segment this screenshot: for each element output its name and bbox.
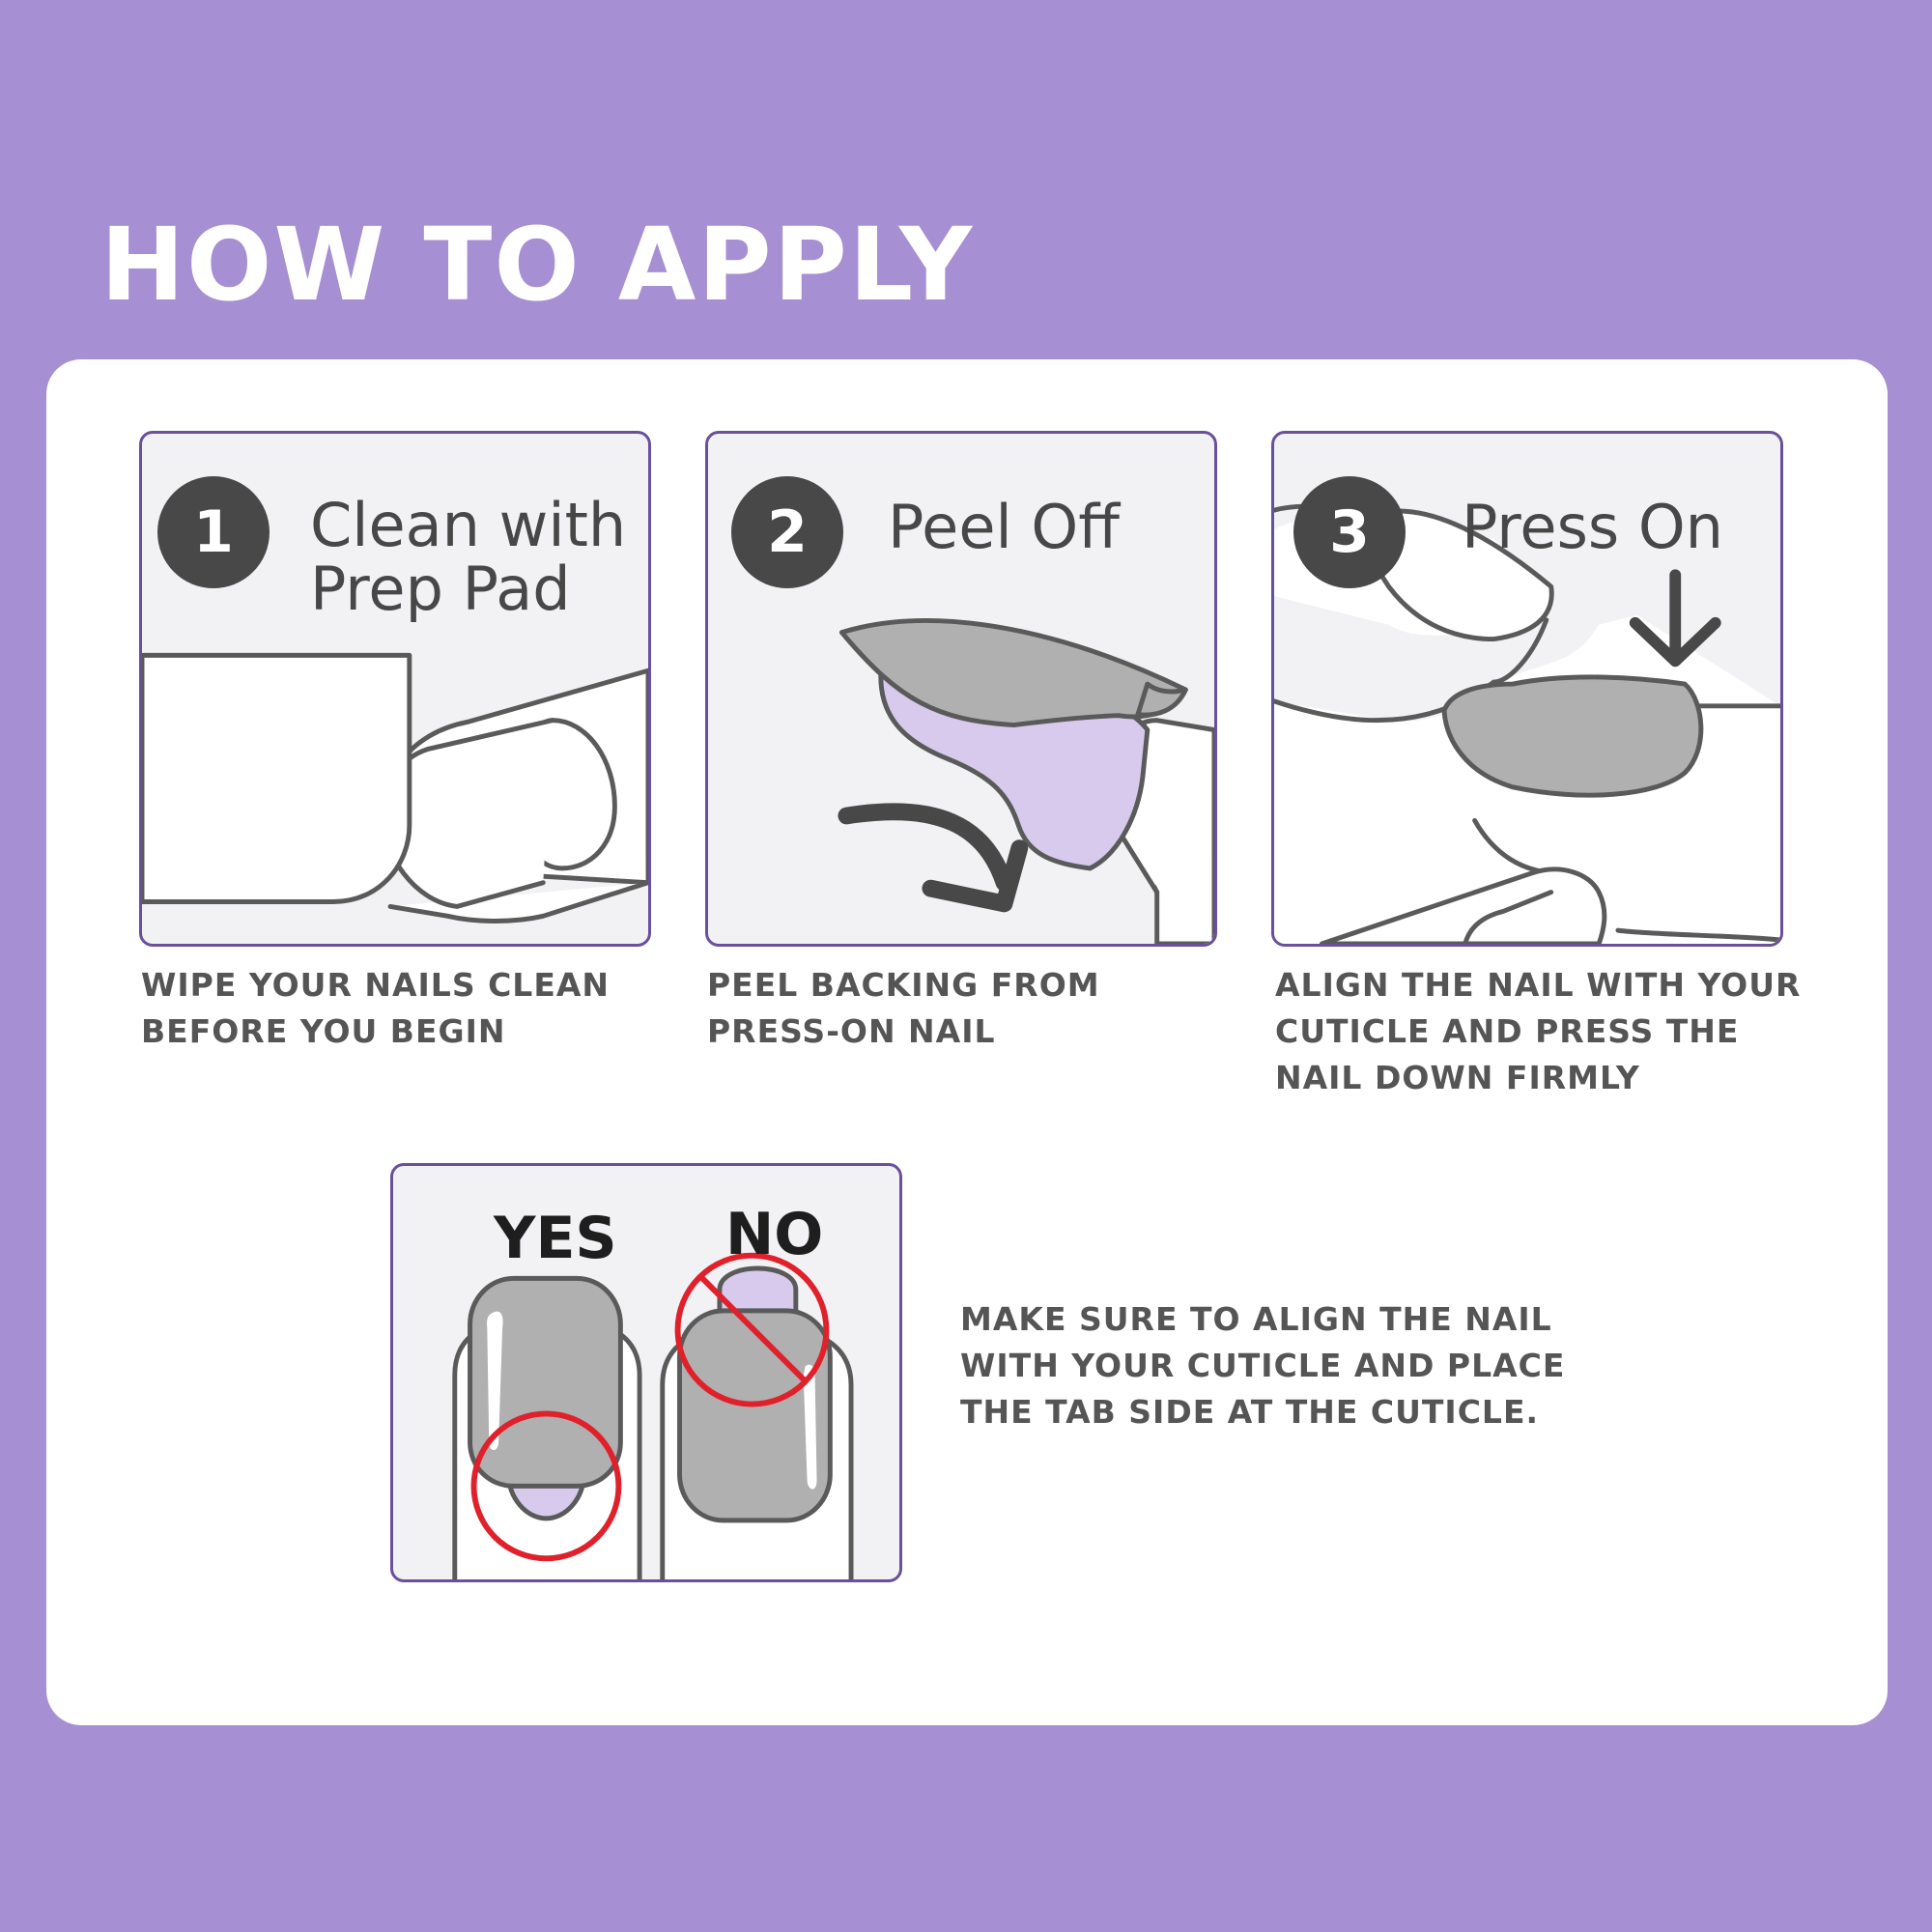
step-3-number-badge: 3 xyxy=(1293,476,1406,588)
no-label: NO xyxy=(725,1201,824,1268)
step-1-title: Clean with Prep Pad xyxy=(310,490,627,624)
prohibition-icon xyxy=(470,1252,830,1562)
comparison-caption: MAKE SURE TO ALIGN THE NAIL WITH YOUR CU… xyxy=(960,1300,1566,1431)
step-1-caption: WIPE YOUR NAILS CLEAN BEFORE YOU BEGIN xyxy=(141,966,611,1050)
yes-label: YES xyxy=(494,1205,617,1272)
curved-arrow-icon xyxy=(838,803,1029,913)
step-1-number-badge: 1 xyxy=(157,476,270,588)
step-1-panel: 1 Clean with Prep Pad xyxy=(139,431,651,947)
step-3-caption: ALIGN THE NAIL WITH YOUR CUTICLE AND PRE… xyxy=(1275,966,1802,1096)
peel-backing-illustration xyxy=(838,618,1214,944)
down-arrow-icon xyxy=(1629,569,1721,668)
instructions-card: 1 Clean with Prep Pad WIPE YOUR NAILS CL… xyxy=(46,359,1888,1725)
press-nail-illustration xyxy=(1274,503,1780,944)
comparison-panel: YES NO xyxy=(390,1163,902,1582)
step-3-title: Press On xyxy=(1462,492,1723,562)
prep-pad-finger-illustration xyxy=(142,652,648,923)
step-2-caption: PEEL BACKING FROM PRESS-ON NAIL xyxy=(707,966,1100,1050)
step-3-panel: 3 Press On xyxy=(1271,431,1783,947)
step-2-number-badge: 2 xyxy=(731,476,843,588)
step-2-panel: 2 Peel Off xyxy=(705,431,1217,947)
page-title: HOW TO APPLY xyxy=(100,206,975,324)
nail-alignment-illustration xyxy=(452,1252,854,1579)
step-2-title: Peel Off xyxy=(888,492,1120,562)
